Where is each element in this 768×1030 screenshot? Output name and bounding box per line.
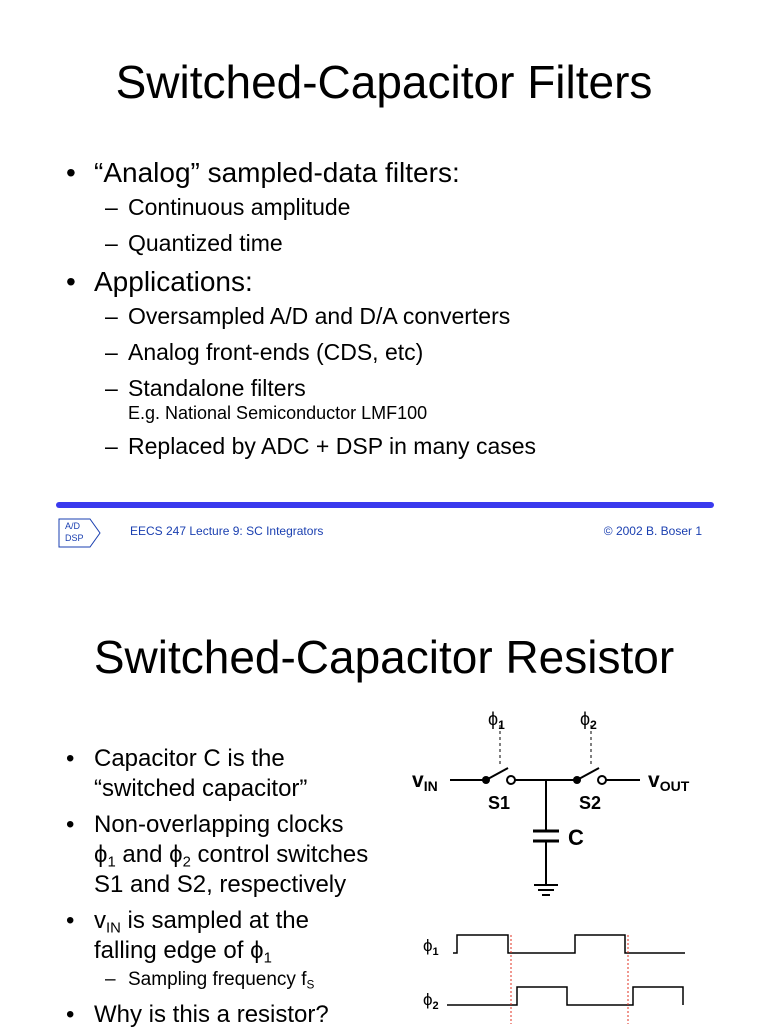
bullet-text: v (94, 907, 106, 934)
phi-symbol: ϕ (488, 709, 498, 729)
timing-phi1-label: ϕ1 (423, 936, 439, 958)
footer-lecture: EECS 247 Lecture 9: SC Integrators (130, 524, 324, 538)
bullet-text: falling edge of (94, 937, 251, 964)
switch-s1-pivot (482, 776, 490, 784)
bullet-text: Non-overlapping clocks (94, 811, 344, 838)
sub-bullet-continuous-amplitude: Continuous amplitude (62, 189, 742, 225)
sub-bullet-replaced-by-adc-dsp: Replaced by ADC + DSP in many cases (62, 428, 742, 464)
bullet-list: “Analog” sampled-data filters: Continuou… (62, 152, 742, 464)
switched-capacitor-schematic: ϕ1 ϕ2 vIN vOUT S1 S2 C (412, 709, 690, 896)
bullet-capacitor-c: Capacitor C is the “switched capacitor” (62, 744, 402, 804)
slide-title: Switched-Capacitor Resistor (93, 631, 675, 683)
sub-bullet-analog-front-ends: Analog front-ends (CDS, etc) (62, 334, 742, 370)
sub-bullet-oversampled-converters: Oversampled A/D and D/A converters (62, 298, 742, 334)
vout-v: v (648, 769, 660, 792)
footer-rule (56, 502, 714, 508)
bullet-why-resistor: Why is this a resistor? (62, 1000, 402, 1030)
bullet-text: and (115, 841, 170, 868)
vin-v: v (412, 769, 424, 792)
phi1-waveform (453, 934, 685, 954)
phi-symbol: ϕ (94, 841, 108, 868)
logo-text-ad: A/D (65, 521, 81, 531)
sub-bullet-quantized-time: Quantized time (62, 225, 742, 261)
switch-s2-blade (576, 767, 600, 781)
s1-label: S1 (488, 793, 510, 813)
slide-title: Switched-Capacitor Filters (115, 56, 653, 108)
phi1-subscript: 1 (498, 718, 505, 732)
bullet-analog-filters: “Analog” sampled-data filters: (62, 156, 742, 189)
bullet-list: Capacitor C is the “switched capacitor” … (62, 738, 402, 1030)
switch-s2-pivot (573, 776, 581, 784)
capacitor-label: C (568, 825, 584, 850)
phi-symbol: ϕ (169, 841, 183, 868)
bullet-text: Capacitor C is the (94, 745, 285, 772)
phi2-subscript: 2 (590, 718, 597, 732)
switch-s1-blade (485, 767, 509, 781)
slide-switched-capacitor-resistor: Switched-Capacitor Resistor Capacitor C … (0, 590, 768, 1030)
phi2-waveform (447, 986, 684, 1006)
phi-subscript: 1 (107, 854, 116, 871)
bullet-applications: Applications: (62, 265, 742, 298)
bullet-text: S1 and S2, respectively (94, 871, 347, 898)
timing-phi2-label: ϕ2 (423, 990, 439, 1012)
phi2-label: ϕ2 (580, 709, 597, 732)
note-national-semiconductor: E.g. National Semiconductor LMF100 (128, 403, 428, 423)
vin-subscript: IN (106, 920, 121, 937)
ad-dsp-logo: A/D DSP (58, 518, 102, 548)
bullet-text: is sampled at the (120, 907, 309, 934)
vin-subscript: IN (424, 778, 438, 794)
vin-label: vIN (412, 769, 438, 794)
vout-label: vOUT (648, 769, 690, 794)
switch-s1-contact (506, 775, 516, 785)
s2-label: S2 (579, 793, 601, 813)
phi1-label: ϕ1 (488, 709, 505, 732)
sub-bullet-sampling-frequency: Sampling frequency fS (62, 966, 402, 994)
bullet-text: “switched capacitor” (94, 775, 308, 802)
phi-symbol: ϕ (423, 936, 433, 955)
bullet-text: control switches (190, 841, 369, 868)
logo-text-dsp: DSP (65, 533, 84, 543)
clock-timing-diagram: ϕ1 ϕ2 (423, 934, 685, 1024)
phi2-subscript: 2 (433, 1000, 439, 1012)
logo-arrow-icon (58, 518, 101, 548)
phi-subscript: 2 (182, 854, 191, 871)
bullet-vin-sampled: vIN is sampled at the falling edge of ϕ1 (62, 906, 402, 966)
phi1-subscript: 1 (433, 946, 439, 958)
phi-symbol: ϕ (250, 937, 264, 964)
vout-subscript: OUT (660, 778, 690, 794)
sub-bullet-standalone-filters: Standalone filters (62, 370, 742, 406)
fs-subscript: S (306, 978, 315, 992)
footer-copyright: © 2002 B. Boser 1 (603, 524, 702, 538)
phi-subscript: 1 (263, 950, 272, 967)
phi-symbol: ϕ (580, 709, 590, 729)
slide-switched-capacitor-filters: Switched-Capacitor Filters “Analog” samp… (0, 0, 768, 560)
bullet-text: Sampling frequency f (128, 969, 307, 990)
phi-symbol: ϕ (423, 990, 433, 1009)
bullet-non-overlapping-clocks: Non-overlapping clocks ϕ1 and ϕ2 control… (62, 810, 402, 900)
switch-s2-contact (597, 775, 607, 785)
